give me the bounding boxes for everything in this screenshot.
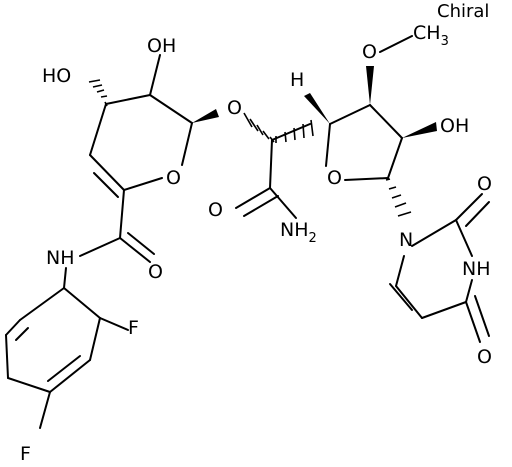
atom-ho-pyran-left: HO — [42, 65, 71, 87]
atom-o-amide-carbonyl: O — [148, 261, 163, 283]
atom-oh-furan: OH — [440, 115, 469, 137]
atom-o-amide-2: O — [208, 199, 223, 221]
atom-o-pyran-ring: O — [166, 167, 181, 189]
stereo-wedges — [192, 66, 437, 138]
bond-lines — [5, 35, 490, 429]
atom-n-uracil-1: N — [399, 229, 413, 251]
atom-nh2-amide: NH2 — [280, 219, 317, 246]
atom-f-ortho: F — [128, 317, 139, 339]
atom-labels: Chiral OH HO O O O NH F F H O CH3 OH O O… — [20, 1, 492, 465]
atom-nh-anilide: NH — [46, 247, 75, 269]
atom-f-para: F — [20, 443, 31, 465]
atom-o-uracil-4: O — [477, 346, 492, 368]
atom-nh-uracil-3: NH — [462, 258, 491, 280]
atom-o-furan-ring: O — [327, 167, 342, 189]
atom-o-uracil-2: O — [477, 173, 492, 195]
atom-ch3-methoxy: CH3 — [413, 22, 449, 49]
chiral-flag: Chiral — [437, 1, 489, 22]
atom-o-glycosidic: O — [227, 97, 242, 119]
atom-o-methoxy: O — [362, 41, 377, 63]
stereo-hashes — [88, 79, 412, 217]
atom-h-stereo: H — [290, 69, 304, 91]
atom-oh-pyran-top: OH — [147, 35, 176, 57]
